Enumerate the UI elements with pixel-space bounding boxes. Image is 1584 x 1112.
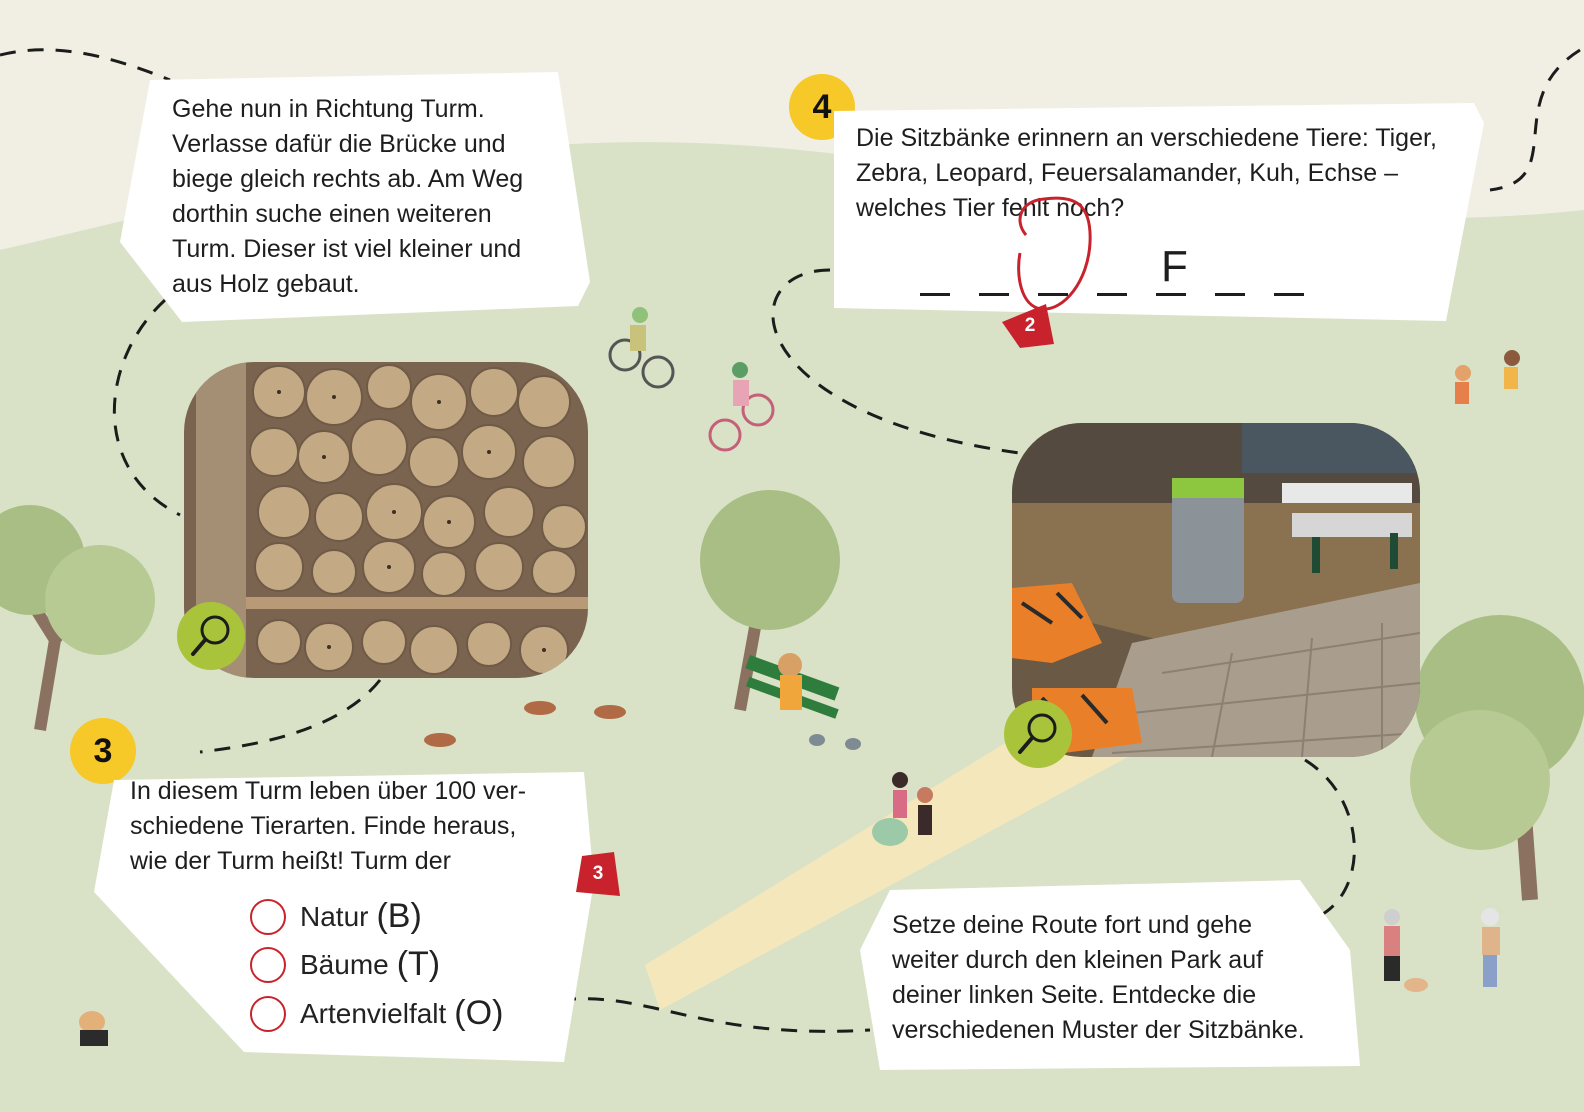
answer-label: Artenvielfalt: [300, 997, 447, 1029]
squirrels: [424, 701, 626, 747]
answer-code: (B): [376, 897, 422, 935]
people-with-stroller: [872, 772, 933, 846]
route-instruction-card: Setze deine Route fort und gehe weiter d…: [860, 880, 1360, 1070]
intro-instruction-text: Gehe nun in Richtung Turm. Verlasse dafü…: [172, 95, 524, 298]
paper-shape: [94, 772, 594, 1062]
answer-blank[interactable]: [1156, 293, 1186, 296]
letter-position-tag: 3: [576, 852, 620, 896]
answer-checkbox[interactable]: [250, 946, 286, 983]
paper-shape: [120, 72, 590, 322]
dog-with-sign: [79, 1011, 108, 1046]
runners: [1455, 350, 1520, 404]
insect-hotel-photo: [184, 362, 588, 678]
answer-code: (O): [454, 994, 504, 1032]
route-instruction-text: Setze deine Route fort und gehe weiter d…: [892, 911, 1305, 1044]
answer-option[interactable]: Natur (B): [250, 897, 422, 936]
tree-center: [700, 490, 840, 712]
paper-shape: [860, 880, 1360, 1070]
answer-blank[interactable]: [1215, 293, 1245, 296]
answer-option[interactable]: Bäume (T): [250, 945, 440, 984]
answer-blank[interactable]: [1038, 293, 1068, 296]
answer-label: Natur: [300, 900, 369, 932]
answer-blank[interactable]: [920, 293, 950, 296]
cyclist-1: [608, 307, 675, 389]
answer-blank[interactable]: [1274, 293, 1304, 296]
answer-blank[interactable]: [979, 293, 1009, 296]
step4-question-text: Die Sitzbänke erinnern an verschiedene T…: [856, 124, 1437, 222]
circled-slot-mark: [1017, 196, 1092, 311]
pigeons: [809, 734, 861, 750]
given-letter: F: [1161, 242, 1188, 291]
letter-position-number: 3: [592, 863, 604, 884]
park-bench: [745, 653, 840, 719]
cyclist-2: [708, 362, 775, 452]
tree-right: [1410, 615, 1584, 901]
step4-question-card: Die Sitzbänke erinnern an verschiedene T…: [834, 103, 1484, 325]
magnifier-icon: [177, 602, 245, 670]
tree-left: [0, 505, 155, 731]
step3-question-text: In diesem Turm leben über 100 ver- schie…: [130, 777, 527, 875]
answer-checkbox[interactable]: [250, 995, 286, 1032]
step-number-badge: 3: [70, 718, 136, 784]
step3-question-card: In diesem Turm leben über 100 ver- schie…: [94, 772, 594, 1064]
answer-code: (T): [396, 945, 441, 983]
benches-photo: [1012, 423, 1420, 757]
paper-shape: [834, 103, 1484, 321]
letter-position-number: 2: [1024, 315, 1036, 336]
answer-option[interactable]: Artenvielfalt (O): [250, 994, 503, 1033]
answer-label: Bäume: [300, 948, 389, 980]
intro-card: Gehe nun in Richtung Turm. Verlasse dafü…: [120, 72, 590, 324]
answer-blank[interactable]: [1097, 293, 1127, 296]
answer-slots: [1017, 196, 1092, 311]
magnifier-icon: [1004, 700, 1072, 768]
letter-position-tag: 2: [1002, 304, 1054, 348]
elderly-walkers: [1384, 908, 1500, 992]
answer-checkbox[interactable]: [250, 898, 286, 935]
